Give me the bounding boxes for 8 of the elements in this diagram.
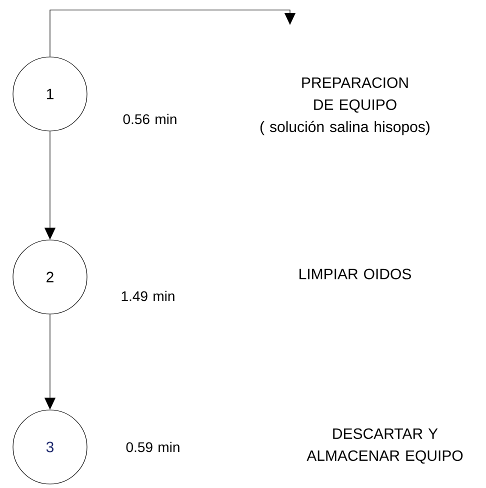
step-description: PREPARACION DE EQUIPO <box>302 77 408 113</box>
arrow <box>50 10 296 57</box>
duration-label: 1.49 min <box>122 290 174 302</box>
duration-label: 0.59 min <box>126 442 180 452</box>
step-description: DESCARTAR Y ALMACENAR EQUIPO <box>306 428 463 464</box>
duration-label: 0.56 min <box>123 114 176 124</box>
step-description: LIMPIAR OIDOS <box>300 268 411 280</box>
step-description: ( solución salina hisopos) <box>260 120 430 136</box>
